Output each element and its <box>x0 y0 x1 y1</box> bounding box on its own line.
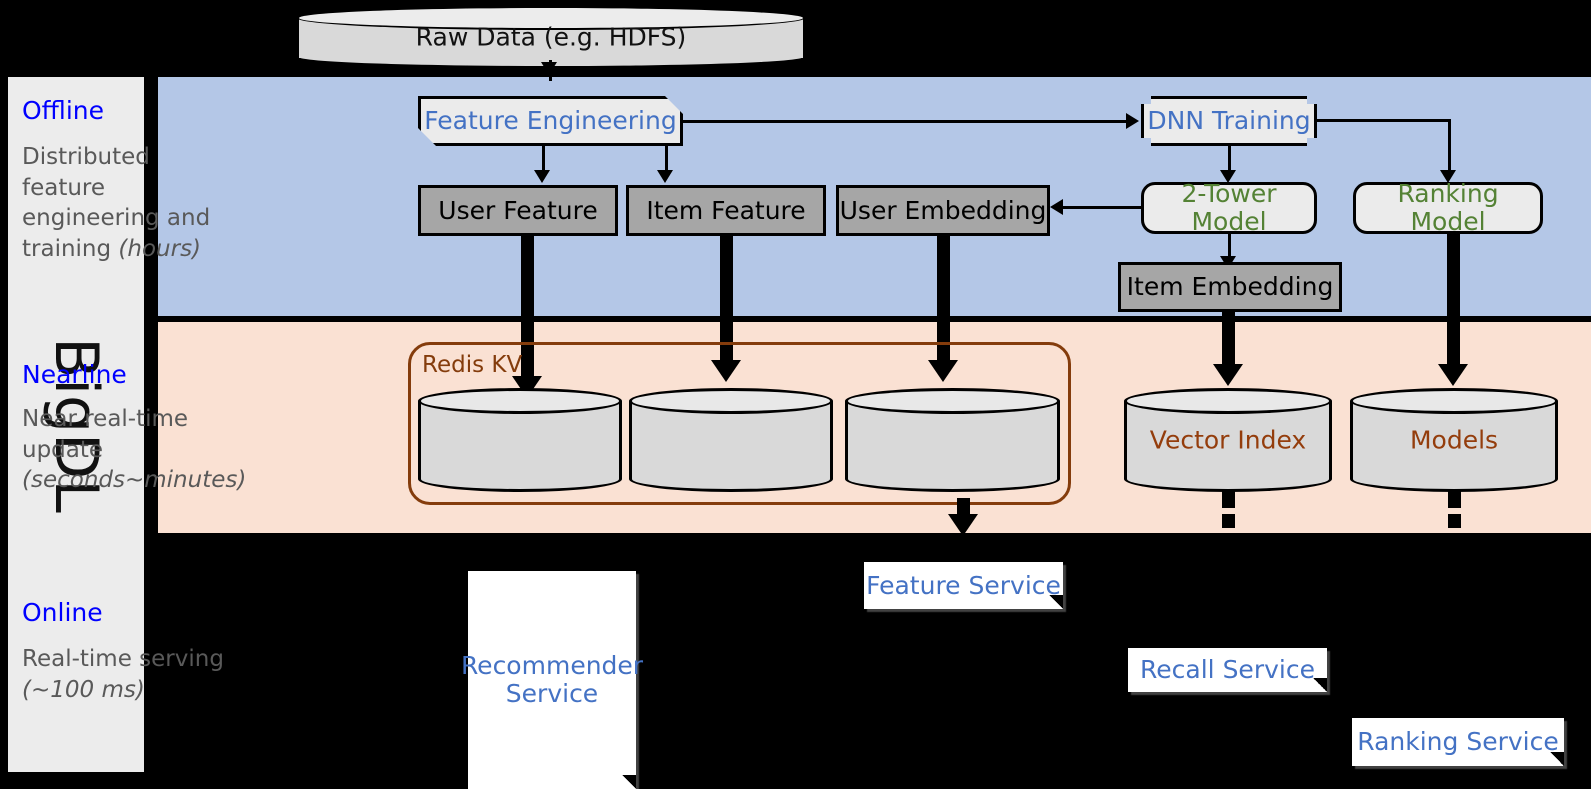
service-recommender-label: Recommender Service <box>460 651 644 708</box>
edge-twotower-userembedding-arrow <box>1050 199 1063 215</box>
pipe-models-stub-1 <box>1448 490 1461 508</box>
store-vector-index-body <box>1124 401 1332 479</box>
pipe-item-feature <box>720 236 733 371</box>
edge-fe-dnn <box>683 120 1126 123</box>
pipe-vector-index-stub-1 <box>1222 490 1235 508</box>
node-item-feature[interactable]: Item Feature <box>626 185 826 236</box>
store-item-feature[interactable] <box>629 388 833 492</box>
node-dnn-training-shape <box>1141 96 1317 146</box>
store-vector-index-top <box>1124 388 1332 414</box>
lane-desc-online: Real-time serving (~100 ms) <box>22 644 237 705</box>
node-user-embedding-label: User Embedding <box>839 195 1047 225</box>
pipe-ranking-model-arrow <box>1438 364 1468 386</box>
raw-data-store[interactable]: Raw Data (e.g. HDFS) <box>297 6 805 68</box>
node-two-tower-model-label: 2-Tower Model <box>1181 179 1277 236</box>
edge-dnn-ranking-arrow <box>1440 170 1456 183</box>
service-recommender[interactable]: Recommender Service <box>461 571 643 789</box>
lane-title-offline: Offline <box>22 96 105 125</box>
node-dnn-training[interactable]: DNN Training <box>1141 96 1317 146</box>
edge-fe-itemfeature <box>665 146 668 174</box>
pipe-redis-featureservice-arrow <box>948 514 978 536</box>
edge-fe-itemfeature-arrow <box>657 170 673 183</box>
service-recall-label: Recall Service <box>1140 655 1315 684</box>
lane-title-nearline: Nearline <box>22 360 127 389</box>
edge-dnn-ranking-v <box>1448 119 1451 176</box>
node-user-feature[interactable]: User Feature <box>418 185 618 236</box>
lane-desc-offline-em: (hours) <box>118 235 202 262</box>
service-ranking[interactable]: Ranking Service <box>1352 718 1564 766</box>
pipe-models-stub-2 <box>1448 514 1461 528</box>
node-two-tower-model[interactable]: 2-Tower Model <box>1141 179 1317 236</box>
edge-rawdata-fe-arrow <box>541 62 557 75</box>
store-user-feature-top <box>418 388 622 414</box>
lane-title-online: Online <box>22 598 103 627</box>
node-item-embedding-label: Item Embedding <box>1126 272 1334 301</box>
lane-desc-online-text: Real-time serving <box>22 646 224 672</box>
node-feature-engineering-label: Feature Engineering <box>424 106 677 135</box>
edge-fe-userfeature-arrow <box>534 170 550 183</box>
store-user-feature-body <box>418 401 622 479</box>
pipe-user-feature <box>521 236 534 388</box>
store-models-label: Models <box>1409 425 1499 455</box>
page-fold-icon <box>1313 678 1327 692</box>
redis-kv-label: Redis KV <box>422 352 523 378</box>
node-item-feature-label: Item Feature <box>646 195 806 225</box>
service-recall[interactable]: Recall Service <box>1128 648 1327 692</box>
edge-fe-userfeature <box>542 146 545 174</box>
lane-desc-offline-text: Distributed feature engineering and trai… <box>22 144 211 262</box>
redis-kv-group[interactable] <box>408 342 1071 505</box>
store-user-embedding-body <box>845 401 1060 479</box>
node-feature-engineering[interactable]: Feature Engineering <box>418 96 683 146</box>
page-fold-icon <box>1049 595 1063 609</box>
service-ranking-label: Ranking Service <box>1357 727 1559 756</box>
edge-dnn-twotower <box>1228 146 1231 176</box>
pipe-ranking-model <box>1447 234 1460 374</box>
edge-dnn-twotower-arrow <box>1220 170 1236 183</box>
node-ranking-model[interactable]: Ranking Model <box>1353 179 1543 236</box>
pipe-redis-featureservice <box>957 498 970 516</box>
lane-desc-offline: Distributed feature engineering and trai… <box>22 142 237 264</box>
edge-dnn-ranking-h <box>1317 119 1451 122</box>
store-vector-index-label: Vector Index <box>1149 425 1307 455</box>
page-fold-icon <box>622 775 636 789</box>
lane-desc-nearline-text: Near real-time update <box>22 406 189 463</box>
store-user-feature[interactable] <box>418 388 622 492</box>
node-user-embedding[interactable]: User Embedding <box>836 185 1050 236</box>
node-user-feature-label: User Feature <box>438 195 598 225</box>
pipe-item-feature-arrow <box>711 360 741 382</box>
edge-twotower-userembedding <box>1063 206 1143 209</box>
raw-data-top <box>297 6 805 30</box>
node-ranking-model-label: Ranking Model <box>1397 179 1499 236</box>
lane-desc-nearline: Near real-time update (seconds~minutes) <box>22 404 246 496</box>
service-feature-label: Feature Service <box>866 570 1061 600</box>
store-user-embedding[interactable] <box>845 388 1060 492</box>
edge-twotower-itemembedding <box>1228 234 1231 262</box>
store-item-feature-top <box>629 388 833 414</box>
node-dnn-training-label: DNN Training <box>1147 106 1311 135</box>
lane-desc-nearline-em: (seconds~minutes) <box>22 467 247 494</box>
store-models-body <box>1350 401 1558 479</box>
service-feature[interactable]: Feature Service <box>864 562 1063 609</box>
bigdl-framework-rail: BigDL <box>8 77 144 772</box>
store-item-feature-body <box>629 401 833 479</box>
store-models[interactable]: Models <box>1350 388 1558 492</box>
store-vector-index[interactable]: Vector Index <box>1124 388 1332 492</box>
pipe-item-embedding <box>1222 312 1235 374</box>
store-user-embedding-top <box>845 388 1060 414</box>
raw-data-label: Raw Data (e.g. HDFS) <box>415 22 687 52</box>
lane-desc-online-em: (~100 ms) <box>22 676 145 703</box>
page-fold-icon <box>1550 752 1564 766</box>
pipe-user-embedding-arrow <box>928 360 958 382</box>
store-models-top <box>1350 388 1558 414</box>
node-item-embedding[interactable]: Item Embedding <box>1118 262 1342 312</box>
pipe-user-embedding <box>937 236 950 371</box>
edge-fe-dnn-arrow <box>1126 113 1139 129</box>
pipe-vector-index-stub-2 <box>1222 514 1235 528</box>
pipe-item-embedding-arrow <box>1213 364 1243 386</box>
